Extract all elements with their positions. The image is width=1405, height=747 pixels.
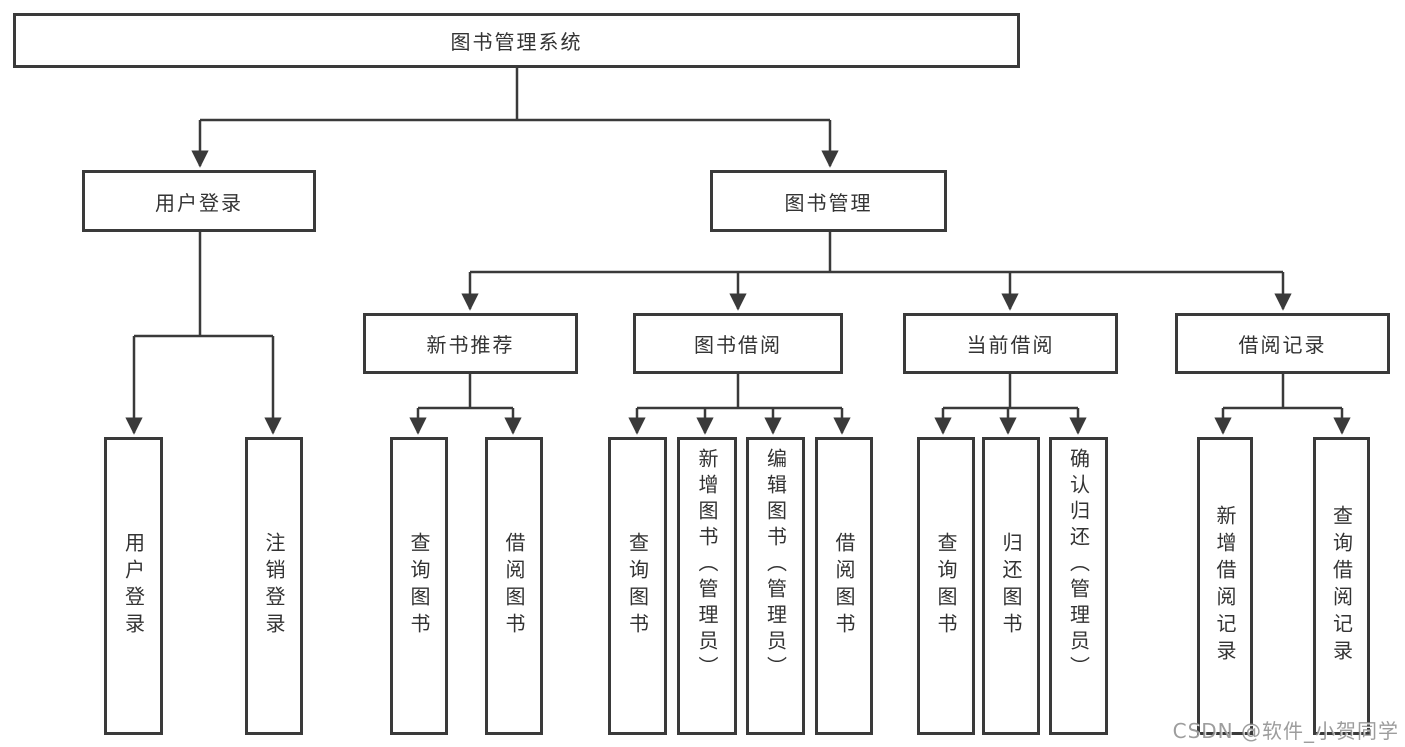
leaf-label: 查询借阅记录	[1329, 505, 1354, 667]
leaf-label: 借阅图书	[502, 532, 526, 640]
leaf-label: 新增借阅记录	[1213, 505, 1237, 667]
node-borrowing-records: 借阅记录	[1175, 313, 1390, 374]
leaf-label: 查询图书	[934, 532, 958, 640]
node-leaf-query-borrow-record: 查询借阅记录	[1313, 437, 1370, 735]
node-book-borrowing: 图书借阅	[633, 313, 843, 374]
node-leaf-borrow-book-recommend: 借阅图书	[485, 437, 543, 735]
leaf-label: 归还图书	[999, 532, 1023, 640]
node-leaf-logout: 注销登录	[245, 437, 303, 735]
leaf-label: 查询图书	[407, 532, 431, 640]
node-current-borrowing: 当前借阅	[903, 313, 1118, 374]
leaf-label: 编辑图书（管理员）	[763, 448, 788, 682]
leaf-label: 确认归还（管理员）	[1066, 448, 1091, 682]
node-leaf-query-book-current: 查询图书	[917, 437, 975, 735]
leaf-label: 借阅图书	[832, 532, 856, 640]
leaf-label: 注销登录	[262, 532, 286, 640]
node-leaf-query-book-recommend: 查询图书	[390, 437, 448, 735]
node-leaf-confirm-return-admin: 确认归还（管理员）	[1049, 437, 1108, 735]
node-new-book-recommendation: 新书推荐	[363, 313, 578, 374]
leaf-label: 用户登录	[121, 532, 146, 640]
node-user-login: 用户登录	[82, 170, 316, 232]
node-leaf-add-book-admin: 新增图书（管理员）	[677, 437, 737, 735]
leaf-label: 新增图书（管理员）	[695, 448, 719, 682]
node-leaf-user-login: 用户登录	[104, 437, 163, 735]
node-book-management: 图书管理	[710, 170, 947, 232]
node-library-management-system: 图书管理系统	[13, 13, 1020, 68]
node-leaf-query-book-borrowing: 查询图书	[608, 437, 667, 735]
leaf-label: 查询图书	[625, 532, 650, 640]
node-leaf-add-borrow-record: 新增借阅记录	[1197, 437, 1253, 735]
node-leaf-edit-book-admin: 编辑图书（管理员）	[746, 437, 805, 735]
node-leaf-return-book: 归还图书	[982, 437, 1040, 735]
csdn-watermark: CSDN @软件_小贺同学	[1172, 719, 1399, 743]
node-leaf-borrow-book-borrowing: 借阅图书	[815, 437, 873, 735]
